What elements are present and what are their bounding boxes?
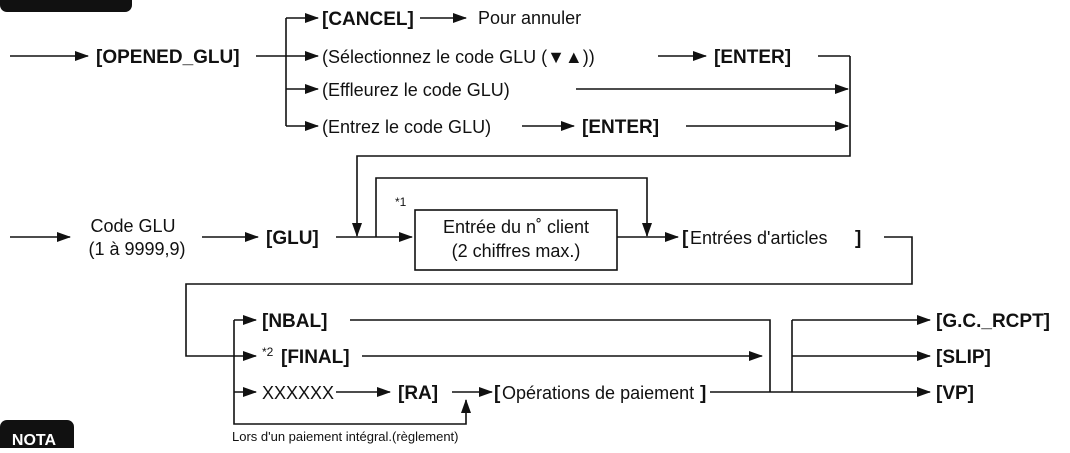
key-ra: [RA] [398, 383, 438, 404]
key-gc-rcpt: [G.C._RCPT] [936, 311, 1050, 332]
connector-row2-to-row3 [185, 236, 913, 361]
code-glu-line1: Code GLU [90, 216, 175, 236]
customer-line2: (2 chiffres max.) [452, 241, 581, 261]
key-nbal: [NBAL] [262, 311, 327, 332]
customer-number-box [414, 209, 618, 271]
cancel-text: Pour annuler [478, 8, 581, 28]
items-bracket-close: ] [855, 228, 861, 249]
bypass-customer-loop [375, 177, 652, 237]
key-final: [FINAL] [281, 347, 350, 368]
line-nbal-out [350, 319, 771, 392]
key-enter-a: [ENTER] [714, 47, 791, 68]
nota-label: NOTA [12, 432, 57, 448]
nota-tab [0, 420, 74, 453]
payment-bracket-open: [ [494, 383, 501, 404]
connector-row1-to-row2 [352, 56, 851, 237]
key-cancel: [CANCEL] [322, 9, 414, 30]
key-vp: [VP] [936, 383, 974, 404]
key-slip: [SLIP] [936, 347, 991, 368]
key-opened-glu: [OPENED_GLU] [96, 47, 240, 68]
customer-line1: Entrée du n˚ client [443, 217, 589, 237]
amount-placeholder: XXXXXX [262, 383, 334, 403]
select-code-text: (Sélectionnez le code GLU (▼▲)) [322, 47, 595, 67]
code-glu-line2: (1 à 9999,9) [88, 239, 185, 259]
key-glu: [GLU] [266, 228, 319, 249]
payment-text: Opérations de paiement [502, 383, 694, 403]
full-payment-note: Lors d'un paiement intégral.(règlement) [232, 429, 459, 444]
payment-bracket-close: ] [700, 383, 706, 404]
items-text: Entrées d'articles [690, 228, 828, 248]
enter-code-text: (Entrez le code GLU) [322, 117, 491, 137]
final-ref: *2 [262, 345, 274, 359]
top-tab [0, 0, 132, 12]
note-ref-1: *1 [395, 195, 407, 209]
touch-code-text: (Effleurez le code GLU) [322, 80, 510, 100]
items-bracket-open: [ [682, 228, 689, 249]
loop-full-payment [233, 392, 471, 425]
key-enter-b: [ENTER] [582, 117, 659, 138]
